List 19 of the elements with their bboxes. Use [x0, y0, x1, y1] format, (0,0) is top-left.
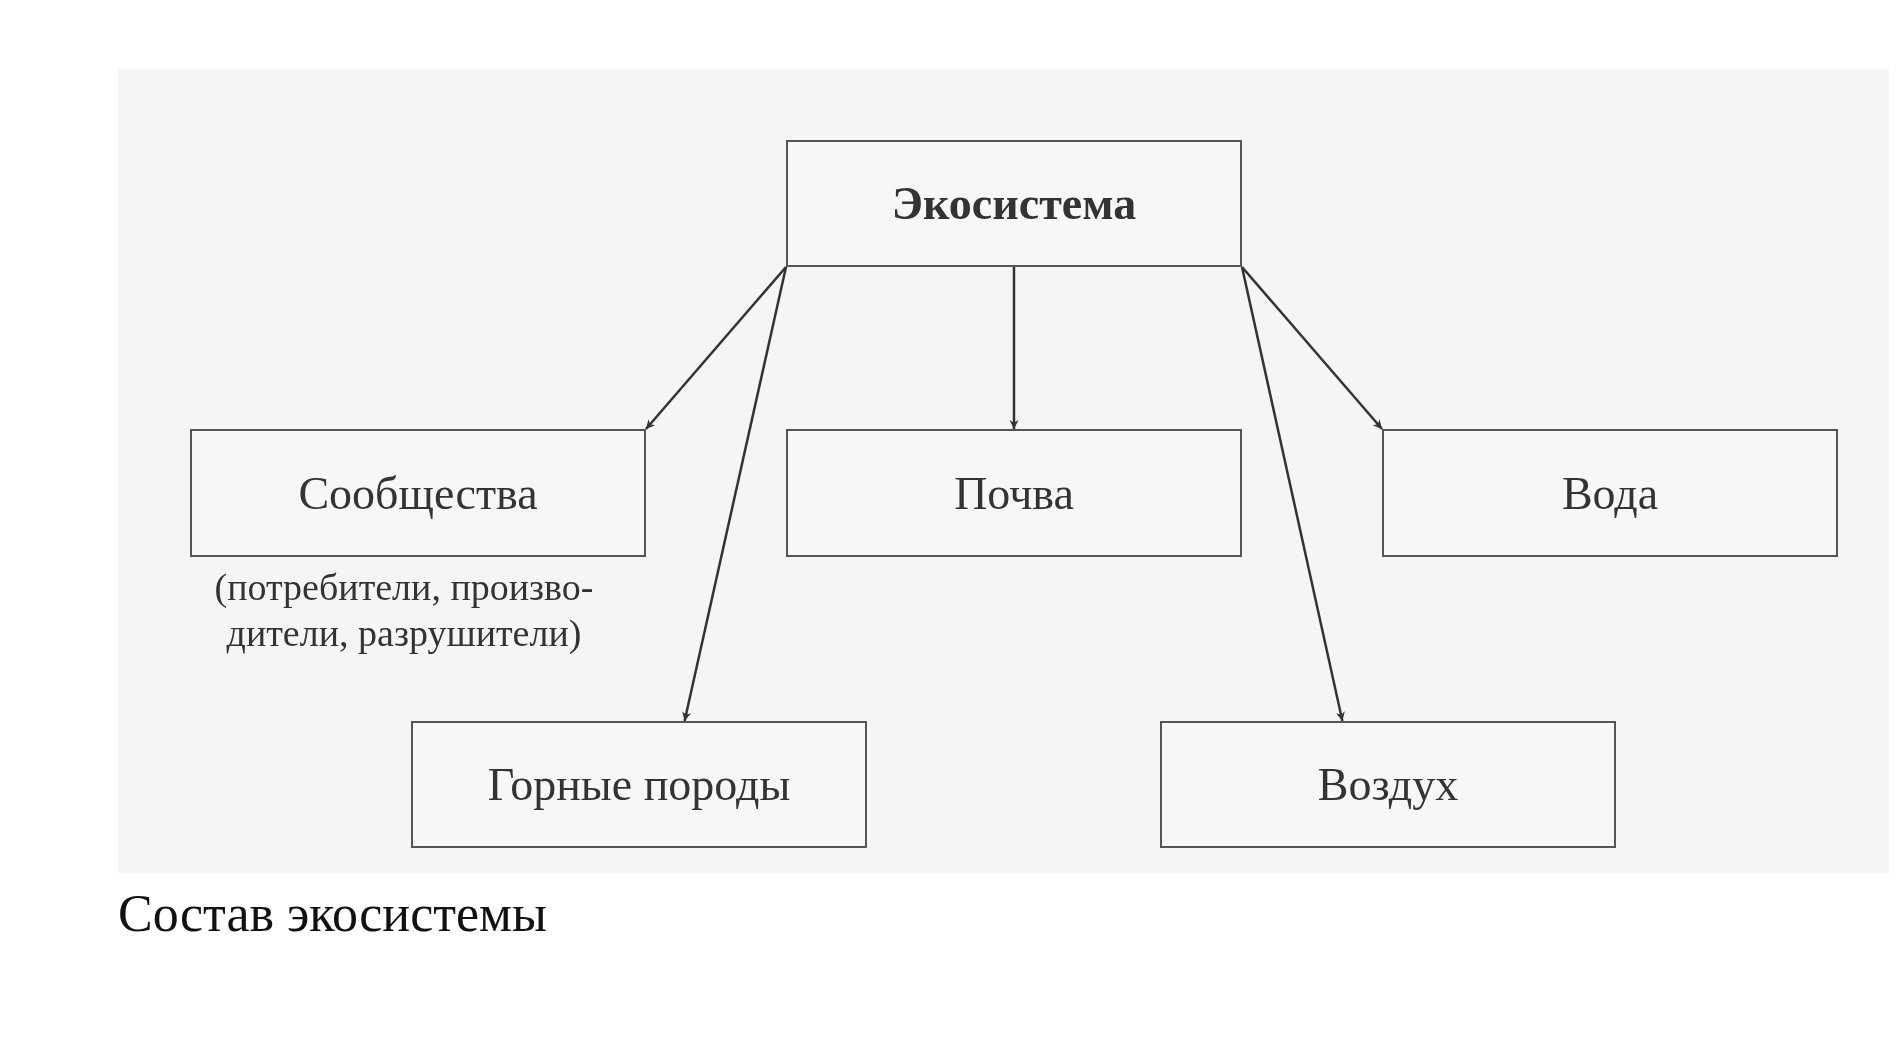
box-label: Воздух	[1317, 758, 1459, 811]
arrow	[1240, 266, 1345, 722]
category-box	[1382, 429, 1838, 557]
box-label: Почва	[954, 466, 1074, 520]
arrow	[1241, 266, 1383, 430]
box-label: Вода	[1561, 466, 1659, 520]
category-box	[411, 721, 867, 848]
category-box	[190, 429, 646, 557]
arrow	[1009, 267, 1019, 429]
caption: Состав экосистемы	[118, 884, 547, 943]
category-box	[786, 140, 1242, 267]
category-box	[1160, 721, 1616, 848]
box-label: Экосистема	[891, 177, 1137, 230]
category-box	[786, 429, 1242, 557]
box-label: Сообщества	[298, 466, 538, 520]
arrow	[645, 266, 787, 430]
note-text: (потребители, произво-дители, разрушители)	[213, 565, 595, 656]
arrow	[682, 266, 788, 722]
box-label: Горные породы	[487, 758, 791, 811]
